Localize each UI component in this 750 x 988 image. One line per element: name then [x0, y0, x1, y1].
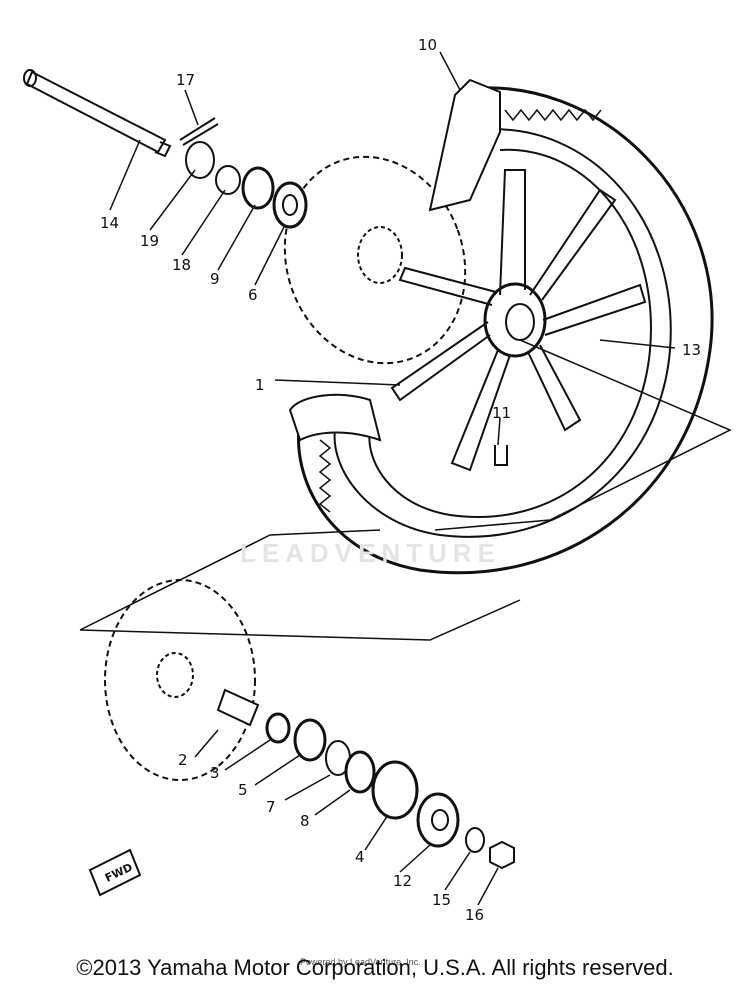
part-label-9: 9 — [210, 270, 220, 288]
part-label-8: 8 — [300, 812, 310, 830]
watermark: LEADVENTURE — [240, 538, 502, 568]
assembly-plane — [79, 339, 732, 641]
part-label-5: 5 — [238, 781, 248, 799]
bearing-5 — [293, 718, 327, 762]
gear-unit-4 — [371, 760, 419, 820]
spacer-2 — [216, 688, 260, 727]
part-number-labels: 1 2 3 4 5 6 7 8 9 10 11 12 13 14 15 16 1… — [100, 36, 701, 924]
wheel-assembly — [288, 78, 714, 575]
part-label-19: 19 — [140, 232, 159, 250]
part-label-13: 13 — [682, 341, 701, 359]
copyright-notice: ©2013 Yamaha Motor Corporation, U.S.A. A… — [76, 955, 674, 980]
part-label-3: 3 — [210, 764, 220, 782]
part-label-17: 17 — [176, 71, 195, 89]
bearing-6 — [272, 181, 308, 229]
part-label-1: 1 — [255, 376, 265, 394]
part-label-12: 12 — [393, 872, 412, 890]
part-label-7: 7 — [266, 798, 276, 816]
credit-text: Powered by LeadVenture, Inc. — [300, 957, 421, 967]
spacer-18 — [215, 165, 241, 195]
lower-brake-disc — [104, 579, 256, 781]
collar-19 — [185, 141, 215, 179]
part-label-11: 11 — [492, 404, 511, 422]
washer-15 — [465, 827, 485, 853]
nut-16 — [489, 840, 515, 870]
oil-seal-3 — [265, 712, 291, 744]
upper-brake-disc — [283, 155, 467, 365]
oil-seal-9 — [241, 166, 275, 210]
part-label-2: 2 — [178, 751, 188, 769]
part-label-15: 15 — [432, 891, 451, 909]
part-label-16: 16 — [465, 906, 484, 924]
speedometer-gear-12 — [416, 792, 460, 848]
part-label-6: 6 — [248, 286, 258, 304]
part-label-4: 4 — [355, 848, 365, 866]
part-label-14: 14 — [100, 214, 119, 232]
cotter-pin-17 — [179, 117, 219, 146]
part-label-18: 18 — [172, 256, 191, 274]
forward-direction-arrow — [88, 848, 142, 897]
part-label-10: 10 — [418, 36, 437, 54]
oil-seal-8 — [344, 750, 376, 794]
front-axle-14 — [23, 69, 172, 158]
